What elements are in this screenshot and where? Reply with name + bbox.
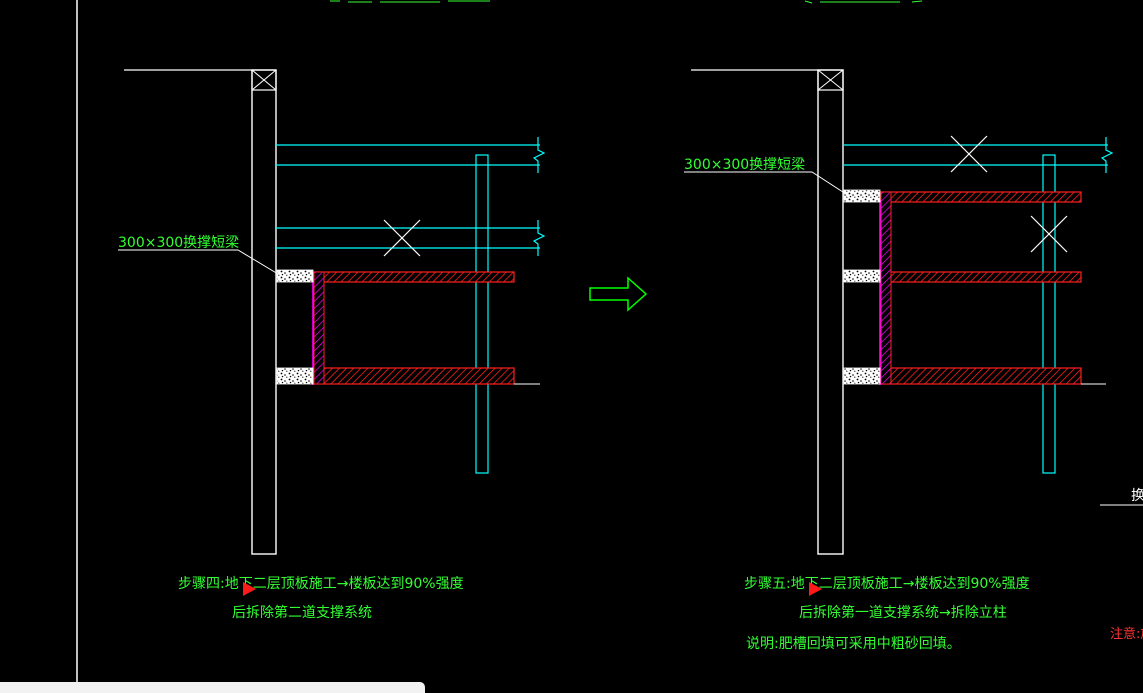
replacement-beam-lower — [276, 367, 314, 385]
callout-label: 300×300换撑短梁 — [118, 234, 239, 251]
step5-caption-line2: 后拆除第一道支撑系统→拆除立柱 — [799, 604, 1007, 621]
callout-leader — [118, 249, 279, 275]
cursor-marker — [809, 582, 822, 596]
callout-label: 300×300换撑短梁 — [684, 156, 805, 173]
capping-beam — [817, 69, 844, 91]
replacement-beam-top — [843, 189, 881, 203]
side-wall — [313, 271, 325, 385]
side-wall — [880, 191, 892, 385]
strut-level-2 — [276, 220, 546, 256]
step4-caption-line1: 步骤四:地下二层顶板施工→楼板达到90%强度 — [178, 576, 464, 592]
callout-leader — [684, 171, 847, 195]
top-title-fragments — [330, 0, 923, 4]
step4-caption-line2: 后拆除第二道支撑系统 — [232, 604, 372, 621]
king-post-column — [1042, 154, 1056, 474]
slab-upper — [313, 271, 515, 283]
transition-arrow — [589, 276, 648, 312]
removed-strut-mark — [950, 135, 988, 173]
strut-level-1 — [276, 137, 546, 173]
step4-drawing: 300×300换撑短梁 步骤四:地下二层顶板施工→楼板达到90%强度 后拆除第二… — [118, 69, 546, 621]
slab-middle — [880, 271, 1082, 283]
step5-note: 说明:肥槽回填可采用中粗砂回填。 — [746, 636, 961, 652]
replacement-beam-bottom — [843, 367, 881, 385]
slab-top — [880, 191, 1082, 203]
slab-lower — [313, 367, 515, 385]
king-post-column — [475, 154, 489, 474]
partial-label-right: 换 — [1131, 487, 1143, 504]
diaphragm-wall — [817, 69, 844, 555]
replacement-beam-upper — [276, 269, 314, 283]
step5-drawing: 300×300换撑短梁 步骤五:地下二层顶板施工→楼板达到90%强度 后拆除第一… — [684, 69, 1114, 652]
partial-note-right: 注意:施 — [1110, 626, 1143, 642]
strut-level-1 — [843, 137, 1114, 173]
status-bar-fragment — [0, 682, 425, 693]
removed-strut-mark — [383, 219, 421, 257]
step5-caption-line1: 步骤五:地下二层顶板施工→楼板达到90%强度 — [744, 576, 1030, 592]
cursor-marker — [243, 582, 256, 596]
removed-column-mark — [1030, 215, 1068, 253]
replacement-beam-middle — [843, 269, 881, 283]
capping-beam — [251, 69, 277, 91]
slab-bottom — [880, 367, 1082, 385]
diaphragm-wall — [251, 69, 277, 555]
